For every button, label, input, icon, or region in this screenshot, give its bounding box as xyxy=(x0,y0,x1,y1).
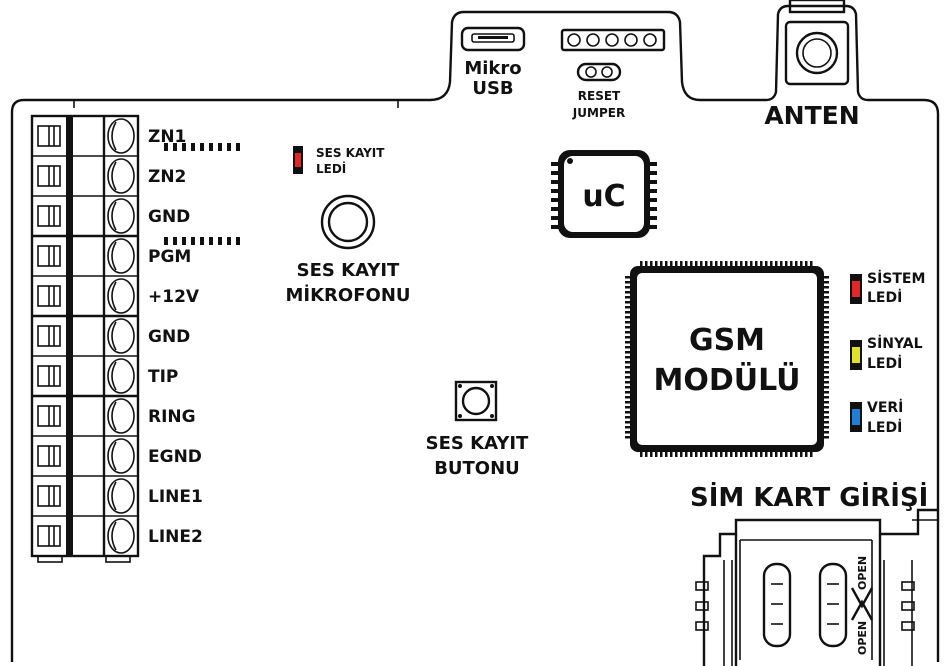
microphone-label-1: SES KAYIT xyxy=(297,260,400,281)
gsm-label-2: MODÜLÜ xyxy=(653,361,800,398)
microcontroller-chip xyxy=(164,143,657,245)
antenna-label: ANTEN xyxy=(764,101,859,130)
signal-led xyxy=(850,340,862,370)
reset-label-2: JUMPER xyxy=(572,106,625,120)
mcu-label: uC xyxy=(582,179,625,214)
rec-button-label-1: SES KAYIT xyxy=(426,433,529,454)
sim-card-slot xyxy=(695,508,938,666)
data-led-label-1: VERİ xyxy=(867,399,903,416)
terminal-label-egnd: EGND xyxy=(148,447,202,467)
terminal-label-gnd-2: GND xyxy=(148,327,190,347)
microphone xyxy=(320,194,376,250)
data-led-label-2: LEDİ xyxy=(867,419,902,436)
terminal-screw xyxy=(37,478,135,514)
terminal-label-12v: +12V xyxy=(148,287,200,307)
sim-title: SİM KART GİRİŞİ xyxy=(690,481,928,513)
pin-header xyxy=(560,28,666,52)
system-led-label-2: LEDİ xyxy=(867,289,902,306)
reset-jumper xyxy=(576,62,622,82)
rec-led xyxy=(293,146,303,174)
terminal-screw xyxy=(37,158,135,194)
signal-led-label-1: SİNYAL xyxy=(867,335,923,352)
rec-led-label-1: SES KAYIT xyxy=(316,146,385,160)
micro-usb-port xyxy=(460,26,526,52)
terminal-label-gnd-1: GND xyxy=(148,207,190,227)
terminal-screw xyxy=(37,118,135,154)
data-led xyxy=(850,402,862,432)
terminal-screw xyxy=(37,438,135,474)
terminal-screw xyxy=(37,398,135,434)
terminal-label-ring: RING xyxy=(148,407,196,427)
terminal-screw xyxy=(37,238,135,274)
terminal-screw xyxy=(37,318,135,354)
rec-button[interactable] xyxy=(454,380,498,422)
reset-label-1: RESET xyxy=(578,89,621,103)
gsm-label-1: GSM xyxy=(689,323,765,358)
gsm-module xyxy=(625,261,829,457)
terminal-label-tip: TIP xyxy=(148,367,178,387)
sim-open-label-2: OPEN xyxy=(856,621,869,655)
terminal-label-zn2: ZN2 xyxy=(148,167,186,187)
terminal-label-line1: LINE1 xyxy=(148,487,203,507)
usb-label-2: USB xyxy=(472,78,513,99)
microphone-label-2: MİKROFONU xyxy=(286,284,411,306)
usb-label-1: Mikro xyxy=(464,58,521,79)
terminal-screw xyxy=(37,518,135,554)
terminal-label-zn1: ZN1 xyxy=(148,127,186,147)
terminal-block xyxy=(30,114,140,563)
sim-open-label-1: OPEN xyxy=(856,556,869,590)
rec-led-label-2: LEDİ xyxy=(316,161,346,176)
board-outline xyxy=(10,4,940,662)
terminal-label-line2: LINE2 xyxy=(148,527,203,547)
terminal-screw xyxy=(37,278,135,314)
antenna-connector xyxy=(784,0,850,86)
signal-led-label-2: LEDİ xyxy=(867,355,902,372)
terminal-screw xyxy=(37,358,135,394)
terminal-label-pgm: PGM xyxy=(148,247,191,267)
system-led xyxy=(850,274,862,304)
terminal-screw xyxy=(37,198,135,234)
rec-button-label-2: BUTONU xyxy=(434,458,520,479)
system-led-label-1: SİSTEM xyxy=(867,270,925,287)
